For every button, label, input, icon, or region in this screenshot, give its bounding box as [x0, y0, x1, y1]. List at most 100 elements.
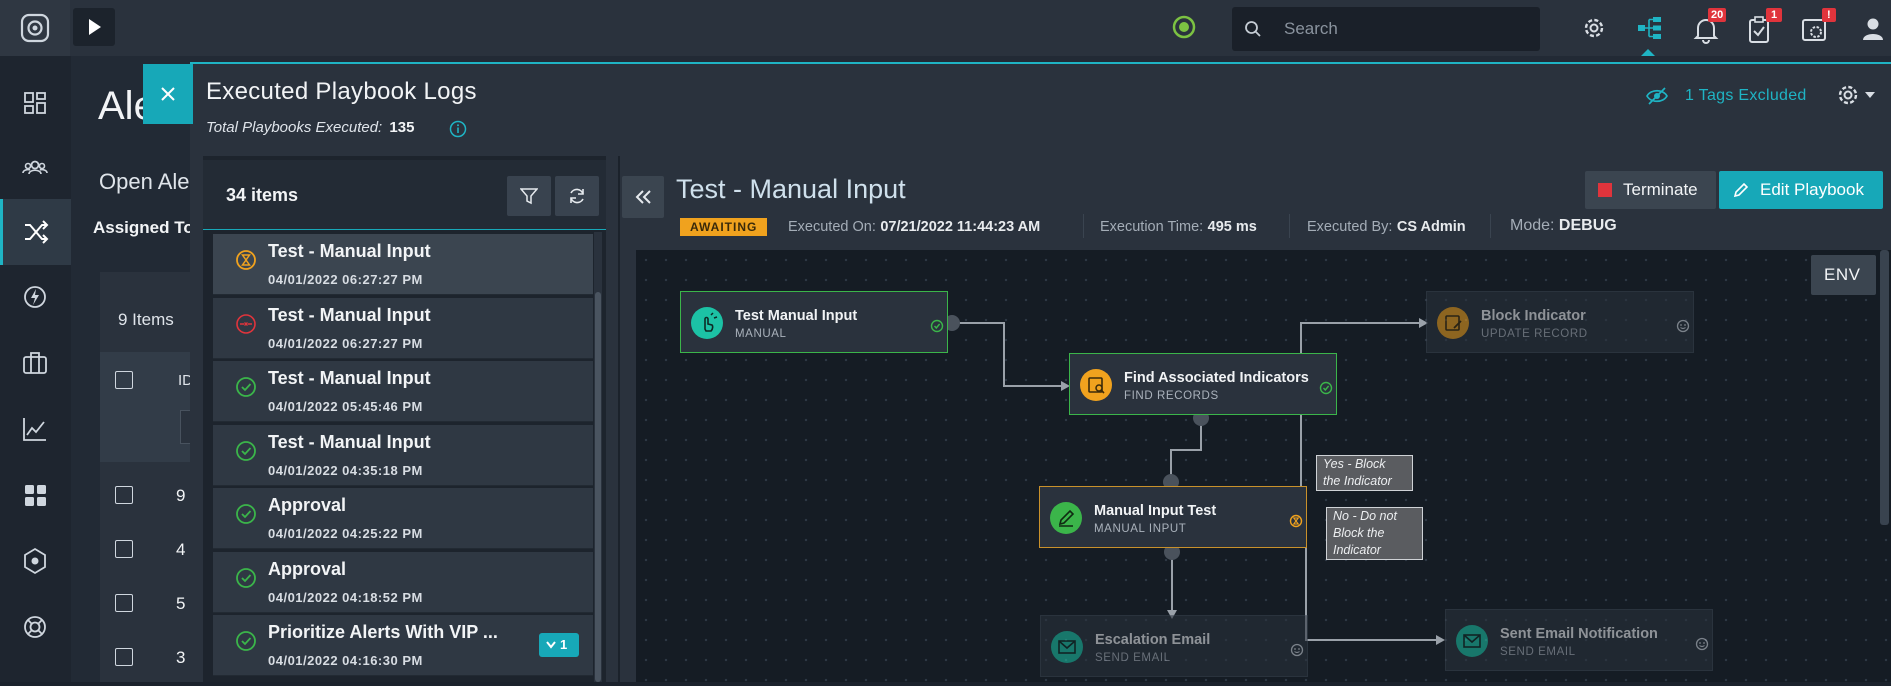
node-sent-email-notification[interactable]: Sent Email Notification SEND EMAIL	[1445, 609, 1713, 671]
header-sep	[1490, 214, 1491, 238]
chart-icon[interactable]	[20, 414, 50, 444]
edge-label-line: No - Do not	[1333, 508, 1416, 525]
playbook-log-title: Test - Manual Input	[268, 368, 431, 389]
node-find-associated-indicators[interactable]: Find Associated Indicators FIND RECORDS	[1069, 353, 1337, 415]
panel-divider	[618, 156, 620, 682]
apps-icon[interactable]	[20, 480, 50, 510]
playbook-tree-icon[interactable]	[1637, 16, 1663, 40]
terminate-button[interactable]: Terminate	[1585, 171, 1716, 209]
list-scrollbar-track[interactable]	[594, 232, 602, 682]
gear-icon	[1835, 82, 1861, 108]
status-icon[interactable]	[1171, 14, 1197, 40]
node-block-indicator[interactable]: Block Indicator UPDATE RECORD	[1426, 291, 1694, 353]
node-test-manual-input[interactable]: Test Manual Input MANUAL	[680, 291, 948, 353]
manual-trigger-icon	[691, 307, 723, 339]
executed-on: Executed On: 07/21/2022 11:44:23 AM	[788, 218, 1040, 236]
node-manual-input-test[interactable]: Manual Input Test MANUAL INPUT	[1039, 486, 1307, 548]
child-playbooks-badge[interactable]: 1	[539, 633, 579, 657]
nav-active-item[interactable]	[0, 199, 71, 265]
row-checkbox[interactable]	[115, 648, 133, 666]
filter-button[interactable]	[507, 176, 551, 216]
playbook-canvas[interactable]: ENV Test Manual Input MANUAL Find Associ…	[636, 250, 1891, 682]
success-check-icon	[235, 440, 257, 462]
open-alerts-tab[interactable]: Open Ale	[99, 169, 190, 195]
tasks-button[interactable]: 1	[1745, 10, 1785, 46]
edit-playbook-button[interactable]: Edit Playbook	[1719, 171, 1883, 209]
node-type: UPDATE RECORD	[1481, 328, 1588, 340]
refresh-icon	[568, 187, 586, 205]
row-id: 4	[176, 540, 185, 560]
refresh-button[interactable]	[555, 176, 599, 216]
play-icon	[88, 18, 102, 36]
success-check-icon	[1319, 381, 1333, 395]
playbook-log-title: Prioritize Alerts With VIP ...	[268, 622, 498, 643]
awaiting-hourglass-icon	[235, 249, 257, 271]
edge-label-yes[interactable]: Yes - Block the Indicator	[1316, 455, 1413, 491]
execution-time: Execution Time: 495 ms	[1100, 218, 1257, 236]
lightning-icon[interactable]	[20, 282, 50, 312]
info-icon[interactable]	[449, 120, 467, 138]
edge-label-no[interactable]: No - Do not Block the Indicator	[1326, 507, 1423, 560]
briefcase-icon[interactable]	[20, 348, 50, 378]
env-button[interactable]: ENV	[1811, 255, 1876, 295]
notifications-button[interactable]: 20	[1690, 10, 1730, 46]
mode-value: DEBUG	[1559, 217, 1617, 234]
system-settings-button[interactable]: !	[1800, 10, 1840, 46]
canvas-scrollbar[interactable]	[1880, 250, 1889, 525]
expand-nav-button[interactable]	[73, 8, 115, 46]
executed-on-label: Executed On:	[788, 219, 876, 235]
drawer-title: Executed Playbook Logs	[206, 78, 477, 106]
caret-down-icon	[1865, 92, 1875, 98]
node-escalation-email[interactable]: Escalation Email SEND EMAIL	[1040, 615, 1308, 677]
pending-icon	[1290, 643, 1304, 657]
playbook-log-item[interactable]: Test - Manual Input 04/01/2022 05:45:46 P…	[213, 361, 593, 422]
dashboard-icon[interactable]	[20, 88, 50, 118]
node-type: SEND EMAIL	[1500, 646, 1576, 658]
list-scrollbar-thumb[interactable]	[595, 292, 601, 682]
assigned-to-filter[interactable]: Assigned To	[93, 218, 194, 238]
select-all-checkbox[interactable]	[115, 371, 133, 389]
shuffle-icon	[21, 217, 51, 247]
row-id: 9	[176, 486, 185, 506]
notifications-badge: 20	[1708, 8, 1726, 22]
header-sep	[1289, 214, 1290, 238]
playbook-log-title: Approval	[268, 559, 346, 580]
settings-gear-icon[interactable]	[1581, 15, 1607, 41]
app-logo[interactable]	[0, 0, 70, 56]
search-box[interactable]: Search	[1232, 7, 1540, 51]
success-check-icon	[930, 319, 944, 333]
executed-on-value: 07/21/2022 11:44:23 AM	[880, 219, 1040, 235]
playbook-log-item[interactable]: Prioritize Alerts With VIP ...04/01/2022…	[213, 615, 593, 676]
row-checkbox[interactable]	[115, 540, 133, 558]
execution-time-value: 495 ms	[1208, 219, 1257, 235]
pending-icon	[1695, 637, 1709, 651]
list-header: 34 items	[203, 160, 606, 230]
team-icon[interactable]	[20, 153, 50, 183]
help-lifebuoy-icon[interactable]	[20, 612, 50, 642]
hexagon-icon[interactable]	[20, 546, 50, 576]
drawer-settings-dropdown[interactable]	[1835, 81, 1877, 109]
user-icon[interactable]	[1862, 17, 1884, 41]
close-drawer-button[interactable]	[143, 64, 193, 124]
playbook-log-title: Approval	[268, 495, 346, 516]
search-placeholder: Search	[1284, 19, 1338, 39]
playbook-log-date: 04/01/2022 06:27:27 PM	[268, 336, 423, 351]
double-chevron-left-icon	[634, 189, 652, 205]
success-check-icon	[235, 376, 257, 398]
collapse-list-button[interactable]	[622, 176, 664, 218]
logo-icon	[20, 13, 50, 43]
child-count: 1	[560, 637, 567, 652]
mode-label: Mode:	[1510, 217, 1554, 234]
tags-excluded-toggle[interactable]: 1 Tags Excluded	[1645, 84, 1820, 108]
row-checkbox[interactable]	[115, 594, 133, 612]
playbook-log-title: Test - Manual Input	[268, 432, 431, 453]
node-type: SEND EMAIL	[1095, 652, 1171, 664]
playbook-log-date: 04/01/2022 05:45:46 PM	[268, 399, 423, 414]
node-title: Block Indicator	[1481, 308, 1586, 324]
row-checkbox[interactable]	[115, 486, 133, 504]
